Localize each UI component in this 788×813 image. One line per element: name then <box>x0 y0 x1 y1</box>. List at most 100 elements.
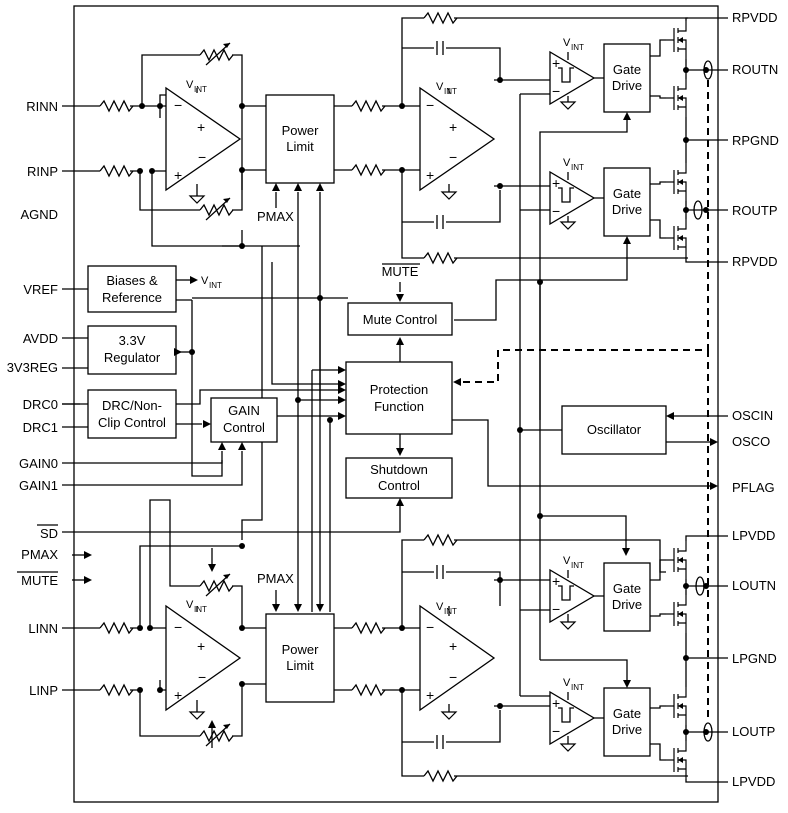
svg-text:+: + <box>449 638 457 654</box>
svg-text:Gate: Gate <box>613 581 641 596</box>
integrator-capacitor-icon <box>436 40 444 56</box>
high-side-fet-icon <box>665 162 687 202</box>
svg-text:Gate: Gate <box>613 186 641 201</box>
pin-sd: SD <box>40 526 58 541</box>
svg-text:INT: INT <box>571 43 584 52</box>
svg-text:Reference: Reference <box>102 290 162 305</box>
mute-control-block <box>347 302 453 336</box>
pin-routn: ROUTN <box>732 62 778 77</box>
svg-text:GAIN: GAIN <box>228 403 260 418</box>
svg-text:Control: Control <box>378 478 420 493</box>
pin-drc1: DRC1 <box>23 420 58 435</box>
svg-text:−: − <box>449 149 457 165</box>
svg-text:−: − <box>174 97 182 113</box>
right-input-amplifier <box>165 86 242 192</box>
pin-routp: ROUTP <box>732 203 778 218</box>
svg-text:+: + <box>552 573 560 589</box>
svg-text:V: V <box>563 677 571 689</box>
svg-text:INT: INT <box>194 605 207 614</box>
svg-text:INT: INT <box>194 85 207 94</box>
svg-text:DRC/Non-: DRC/Non- <box>102 398 162 413</box>
svg-text:INT: INT <box>444 87 457 96</box>
left-comparator-top <box>549 568 596 624</box>
svg-text:Clip Control: Clip Control <box>98 415 166 430</box>
regulator-block <box>87 325 177 375</box>
left-comparator-bottom <box>549 690 596 746</box>
pin-3v3reg: 3V3REG <box>7 360 58 375</box>
shutdown-control-block <box>345 457 453 499</box>
svg-text:PMAX: PMAX <box>257 209 294 224</box>
pin-gain0: GAIN0 <box>19 456 58 471</box>
pin-oscin: OSCIN <box>732 408 773 423</box>
pin-loutn: LOUTN <box>732 578 776 593</box>
right-gate-drive-bottom <box>603 167 651 237</box>
svg-text:Drive: Drive <box>612 722 642 737</box>
pin-vref: VREF <box>23 282 58 297</box>
svg-text:Mute Control: Mute Control <box>363 312 438 327</box>
svg-text:+: + <box>552 55 560 71</box>
svg-text:Drive: Drive <box>612 597 642 612</box>
svg-text:Regulator: Regulator <box>104 350 161 365</box>
pin-gain1: GAIN1 <box>19 478 58 493</box>
svg-text:3.3V: 3.3V <box>119 333 146 348</box>
gain-control-block <box>210 397 278 443</box>
low-side-fet-icon <box>665 218 687 258</box>
pin-lpgnd: LPGND <box>732 651 777 666</box>
left-pin-labels: RINN RINP AGND VREF AVDD 3V3REG DRC0 DRC… <box>7 99 59 698</box>
integrator-capacitor-icon <box>436 564 444 580</box>
svg-text:Function: Function <box>374 399 424 414</box>
pin-linn: LINN <box>28 621 58 636</box>
svg-text:−: − <box>198 669 206 685</box>
left-output-amplifier <box>419 604 496 712</box>
svg-text:+: + <box>174 687 182 703</box>
svg-text:−: − <box>552 601 560 617</box>
feedback-variable-resistor-icon <box>199 42 234 66</box>
low-side-fet-icon <box>665 594 687 634</box>
svg-text:Biases &: Biases & <box>106 273 158 288</box>
svg-text:Limit: Limit <box>286 658 314 673</box>
svg-text:Gate: Gate <box>613 706 641 721</box>
oscillator-block <box>561 405 667 455</box>
drc-nonclip-control-block <box>87 389 177 439</box>
svg-text:V: V <box>201 275 209 287</box>
pin-linp: LINP <box>29 683 58 698</box>
pin-osco: OSCO <box>732 434 770 449</box>
svg-text:Control: Control <box>223 420 265 435</box>
svg-text:INT: INT <box>571 683 584 692</box>
left-gate-drive-bottom <box>603 687 651 757</box>
left-gate-drive-top <box>603 562 651 632</box>
feedback-variable-resistor-icon <box>199 197 234 221</box>
svg-text:V: V <box>186 599 194 611</box>
left-input-amplifier <box>165 604 242 712</box>
low-side-fet-icon <box>665 78 687 118</box>
svg-text:−: − <box>552 723 560 739</box>
svg-text:INT: INT <box>571 561 584 570</box>
svg-text:+: + <box>174 167 182 183</box>
right-comparator-top <box>549 50 596 106</box>
svg-text:Drive: Drive <box>612 202 642 217</box>
pin-rpvdd-bot: RPVDD <box>732 254 778 269</box>
protection-function-block <box>345 361 453 435</box>
svg-text:+: + <box>197 638 205 654</box>
svg-text:Power: Power <box>282 642 320 657</box>
svg-text:−: − <box>449 669 457 685</box>
svg-text:+: + <box>197 119 205 135</box>
feedback-variable-resistor-icon <box>199 573 234 597</box>
svg-text:+: + <box>426 167 434 183</box>
pin-rinn: RINN <box>26 99 58 114</box>
svg-text:MUTE: MUTE <box>382 264 419 279</box>
right-output-amplifier <box>419 86 496 192</box>
pin-pflag: PFLAG <box>732 480 775 495</box>
integrator-capacitor-icon <box>436 214 444 230</box>
right-pin-labels: RPVDD ROUTN RPGND ROUTP RPVDD OSCIN OSCO… <box>732 10 779 789</box>
high-side-fet-icon <box>665 686 687 726</box>
pin-lpvdd-bot: LPVDD <box>732 774 775 789</box>
pin-rpvdd-top: RPVDD <box>732 10 778 25</box>
low-side-fet-icon <box>665 740 687 780</box>
svg-text:V: V <box>563 37 571 49</box>
svg-text:+: + <box>426 687 434 703</box>
svg-text:Drive: Drive <box>612 78 642 93</box>
svg-text:−: − <box>426 619 434 635</box>
